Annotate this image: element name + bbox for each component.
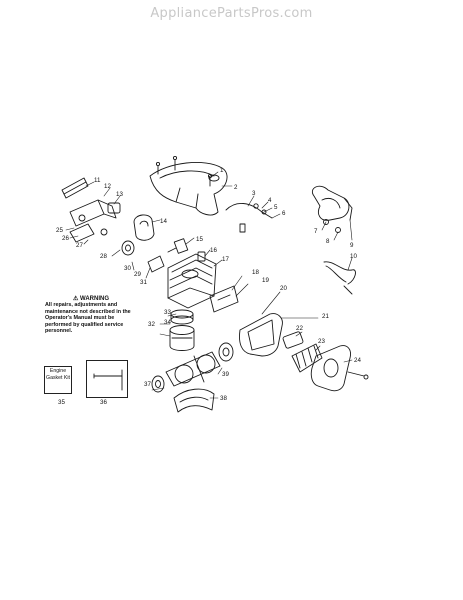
callout-label: 19 [262, 277, 269, 284]
leader-lines [65, 171, 353, 399]
ignition-module-part [312, 185, 353, 233]
engine-gasket-kit-box: Engine Gasket Kit [44, 366, 72, 394]
callout-label: 23 [318, 338, 325, 345]
callout-label: 10 [350, 253, 357, 260]
muffler-cover-part [310, 345, 369, 392]
warning-notice: ⚠ WARNING All repairs, adjustments and m… [45, 296, 137, 334]
callout-label: 34 [164, 319, 171, 326]
callout-label: 16 [210, 247, 217, 254]
callout-label: 21 [322, 313, 329, 320]
callout-label: 15 [196, 236, 203, 243]
callout-label: 7 [314, 228, 318, 235]
callout-label: 2 [234, 184, 238, 191]
callout-label: 32 [148, 321, 155, 328]
callout-label: 25 [56, 227, 63, 234]
callout-label: 24 [354, 357, 361, 364]
air-filter-part [61, 177, 89, 199]
warning-title: WARNING [80, 296, 110, 302]
t-wrench-tool [93, 369, 123, 391]
intake-boot-part [133, 214, 155, 241]
callout-label: 13 [116, 191, 123, 198]
callout-label: 29 [134, 271, 141, 278]
callout-label: 27 [76, 242, 83, 249]
engine-gasket-kit-label: Engine Gasket Kit [46, 368, 70, 381]
callout-label: 35 [58, 399, 65, 406]
warning-body: All repairs, adjustments and maintenance… [45, 302, 131, 335]
callout-label: 4 [268, 197, 272, 204]
muffler-body-part [239, 313, 283, 357]
callout-label: 9 [350, 242, 354, 249]
tool-kit-box [86, 360, 128, 398]
callout-label: 38 [220, 395, 227, 402]
callout-label: 8 [326, 238, 330, 245]
callout-label: 12 [104, 183, 111, 190]
cover-screws [155, 155, 213, 187]
fuel-line-part [225, 203, 273, 233]
callout-label: 26 [62, 235, 69, 242]
callout-label: 36 [100, 399, 107, 406]
crankcase-part [173, 388, 215, 413]
warning-triangle-icon: ⚠ [72, 296, 81, 302]
spark-arrestor-part [282, 331, 323, 373]
callout-label: 30 [124, 265, 131, 272]
callout-label: 6 [282, 210, 286, 217]
top-cover-part [149, 162, 228, 216]
carburetor-part [69, 199, 121, 243]
watermark: AppliancePartsPros.com [150, 6, 313, 21]
callout-labels: 1 2 3 4 5 6 7 8 9 10 11 12 13 14 15 16 1… [56, 167, 361, 406]
muffler-gasket-part [209, 285, 239, 313]
callout-label: 11 [94, 177, 101, 184]
callout-label: 18 [252, 269, 259, 276]
callout-label: 3 [252, 190, 256, 197]
callout-label: 39 [222, 371, 229, 378]
crankshaft-part [151, 342, 234, 393]
callout-label: 33 [164, 309, 171, 316]
callout-label: 28 [100, 253, 107, 260]
callout-label: 1 [220, 167, 224, 174]
callout-label: 17 [222, 256, 229, 263]
ignition-wire-part [323, 261, 356, 295]
bearing-part [121, 240, 165, 273]
decompression-valve-part [197, 251, 206, 262]
callout-label: 22 [296, 325, 303, 332]
spark-plug-part [167, 238, 189, 254]
callout-label: 37 [144, 381, 151, 388]
callout-label: 31 [140, 279, 147, 286]
piston-part [169, 309, 195, 351]
callout-label: 20 [280, 285, 287, 292]
callout-label: 5 [274, 204, 278, 211]
callout-label: 14 [160, 218, 167, 225]
cylinder-part [167, 253, 217, 309]
